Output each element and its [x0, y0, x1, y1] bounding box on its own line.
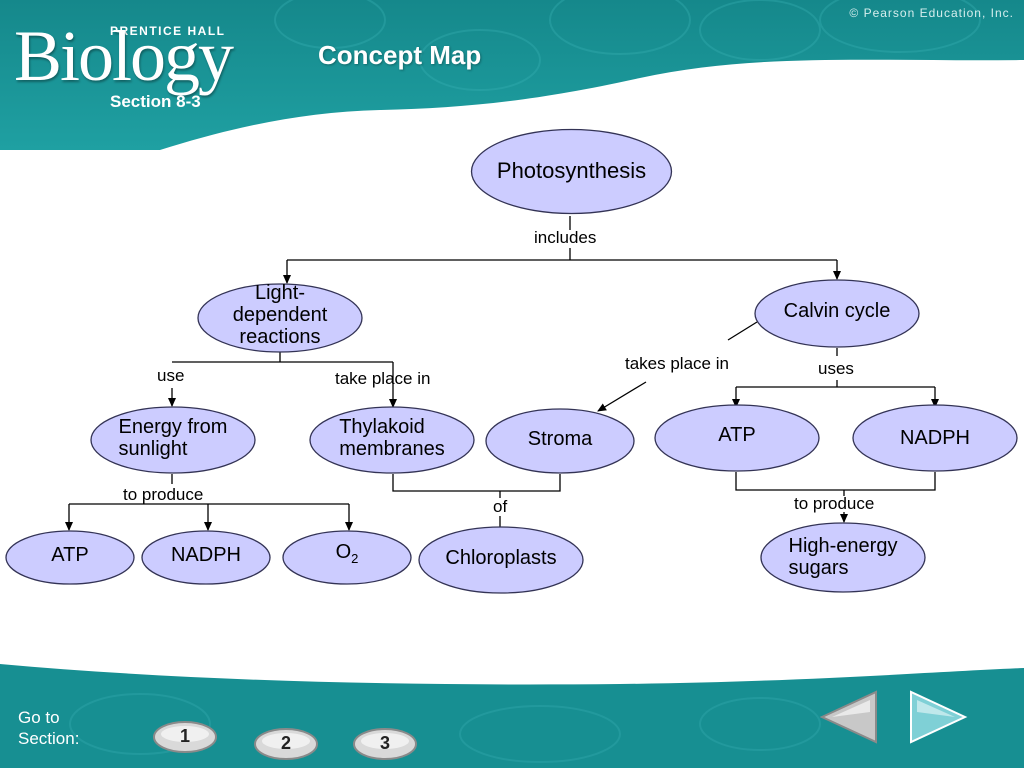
link-take-place-in: take place in	[335, 369, 431, 388]
goto-section-label: Go to Section:	[18, 708, 80, 748]
node-atp-light-shape	[5, 530, 135, 585]
node-photosynthesis-shape	[470, 128, 673, 215]
node-light-dependent-label: Light- dependent reactions	[232, 282, 328, 348]
node-chloroplasts-label: Chloroplasts	[445, 547, 557, 569]
connector-of-chloroplasts	[392, 474, 561, 528]
arrow-to-stroma	[597, 381, 647, 412]
arrow-right-icon	[910, 690, 968, 744]
copyright-notice: © Pearson Education, Inc.	[849, 6, 1014, 20]
node-nadph-calvin[interactable]: NADPH	[852, 404, 1018, 472]
node-o2[interactable]: O2	[282, 530, 412, 585]
node-atp-calvin[interactable]: ATP	[654, 404, 820, 472]
connector-calvin-stroma	[727, 321, 758, 341]
node-o2-subscript: 2	[351, 551, 359, 566]
section-1-button-shape	[153, 721, 217, 753]
connector-light-dependent	[172, 352, 393, 363]
connector-to-produce-sugars	[735, 472, 936, 496]
connector-calvin-uses	[736, 348, 935, 388]
node-chloroplasts-shape	[418, 526, 584, 594]
section-2-button-shape	[254, 728, 318, 760]
connector-energy	[69, 474, 349, 505]
node-light-dependent-shape	[197, 283, 363, 353]
connector-photosynthesis	[287, 216, 837, 261]
section-1-number: 1	[179, 726, 190, 746]
link-of: of	[493, 497, 508, 516]
link-takes-place-in: takes place in	[625, 354, 729, 373]
node-high-energy-sugars[interactable]: High-energy sugars	[760, 522, 926, 593]
node-thylakoid-membranes[interactable]: Thylakoid membranes	[309, 406, 475, 474]
link-to-produce-calvin: to produce	[794, 494, 875, 513]
previous-slide-button[interactable]	[818, 688, 880, 746]
node-o2-symbol: O	[335, 541, 352, 563]
section-3-button-shape	[353, 728, 417, 760]
section-3-number: 3	[379, 733, 390, 753]
node-atp-calvin-label: ATP	[718, 424, 756, 446]
section-label: Section 8-3	[110, 92, 201, 111]
section-1-button[interactable]: 1	[152, 720, 218, 754]
next-slide-button[interactable]	[907, 688, 969, 746]
node-nadph-light-label: NADPH	[170, 543, 241, 566]
link-use: use	[157, 366, 185, 385]
node-o2-label: O2	[336, 541, 359, 570]
node-thylakoid-label: Thylakoid membranes	[339, 416, 445, 460]
node-stroma-shape	[485, 408, 635, 474]
node-energy-shape	[90, 406, 256, 474]
node-photosynthesis[interactable]: Photosynthesis	[470, 128, 673, 215]
biology-logo-text: Biology	[14, 16, 234, 96]
node-atp-light-label: ATP	[51, 543, 89, 566]
link-includes: includes	[534, 228, 597, 247]
publisher-name: PRENTICE HALL	[110, 24, 226, 38]
node-nadph-calvin-shape	[852, 404, 1018, 472]
section-2-button[interactable]: 2	[253, 727, 319, 761]
node-thylakoid-shape	[309, 406, 475, 474]
node-light-dependent-reactions[interactable]: Light- dependent reactions	[197, 282, 363, 353]
node-nadph-light-shape	[141, 530, 271, 585]
section-3-button[interactable]: 3	[352, 727, 418, 761]
node-stroma[interactable]: Stroma	[485, 408, 635, 474]
section-2-number: 2	[280, 733, 291, 753]
node-nadph-calvin-label: NADPH	[899, 427, 970, 449]
node-photosynthesis-label: Photosynthesis	[496, 157, 647, 183]
node-calvin-cycle[interactable]: Calvin cycle	[754, 279, 920, 348]
node-energy-label: Energy from sunlight	[118, 416, 228, 460]
node-o2-shape	[282, 530, 412, 585]
node-atp-calvin-shape	[654, 404, 820, 472]
header-band	[0, 0, 1024, 150]
link-uses: uses	[818, 359, 854, 378]
node-sugars-label: High-energy sugars	[788, 534, 898, 579]
node-sugars-shape	[760, 522, 926, 593]
link-to-produce-light: to produce	[123, 485, 204, 504]
node-calvin-cycle-shape	[754, 279, 920, 348]
node-calvin-cycle-label: Calvin cycle	[783, 299, 891, 322]
node-chloroplasts[interactable]: Chloroplasts	[418, 526, 584, 594]
node-nadph-light[interactable]: NADPH	[141, 530, 271, 585]
page-title: Concept Map	[318, 40, 482, 70]
arrow-left-icon	[819, 690, 877, 744]
node-stroma-label: Stroma	[527, 428, 593, 450]
node-energy-from-sunlight[interactable]: Energy from sunlight	[90, 406, 256, 474]
node-atp-light[interactable]: ATP	[5, 530, 135, 585]
